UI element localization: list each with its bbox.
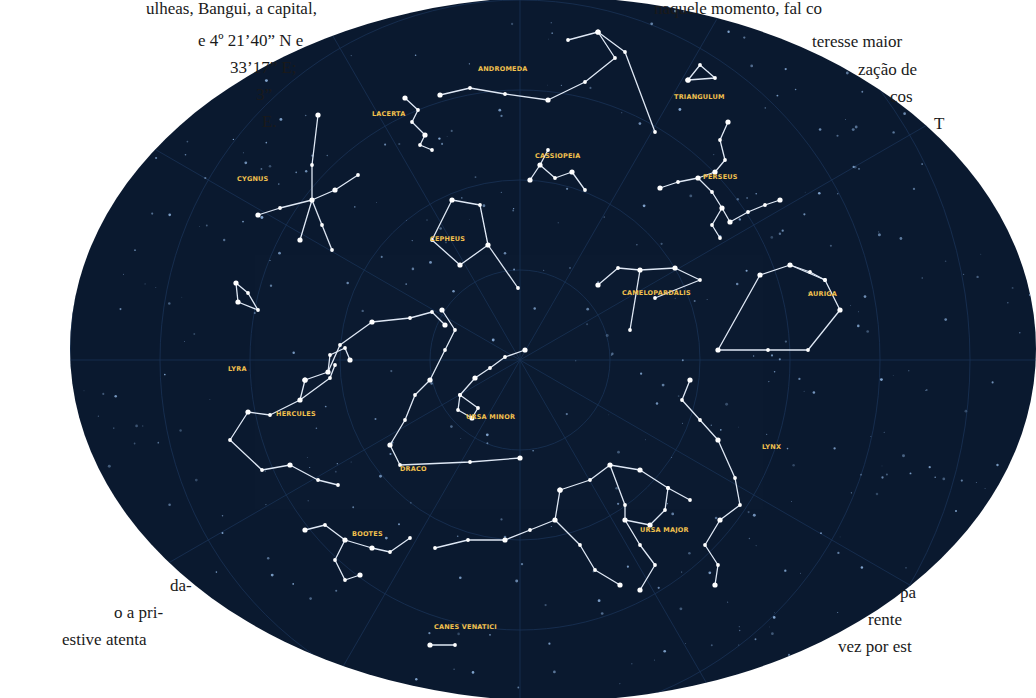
constellation-name: DRACO xyxy=(400,466,427,473)
text-fragment: E. xyxy=(262,113,277,130)
text-fragment: zação de xyxy=(858,61,917,78)
text-fragment: o a pri- xyxy=(114,604,163,621)
text-fragment: ulheas, Bangui, a capital, xyxy=(146,0,317,17)
constellation-name: AURIGA xyxy=(808,291,837,298)
constellation-name: CASSIOPEIA xyxy=(535,153,580,160)
constellation-name: CANES VENATICI xyxy=(434,624,497,631)
constellation-name: TRIANGULUM xyxy=(674,94,725,101)
constellation-name: HERCULES xyxy=(276,411,316,418)
text-fragment: 33’17” E; xyxy=(230,59,297,76)
constellation-name: CAMELOPARDALIS xyxy=(622,290,691,297)
constellation-name: LACERTA xyxy=(372,111,405,118)
constellation-name: BOOTES xyxy=(352,531,383,538)
constellation-name: URSA MAJOR xyxy=(640,527,689,534)
text-fragment: teresse maior xyxy=(812,33,902,50)
constellation-name: LYRA xyxy=(228,366,247,373)
constellation-name: PERSEUS xyxy=(703,174,738,181)
constellation-name: ANDROMEDA xyxy=(478,66,528,73)
constellation-name: CYGNUS xyxy=(237,176,268,183)
text-fragment: 3” xyxy=(256,86,272,103)
constellation-name: LYNX xyxy=(762,444,781,451)
text-fragment: cos xyxy=(890,88,913,105)
text-fragment: da- xyxy=(170,577,192,594)
text-fragment: pa xyxy=(900,584,916,601)
constellation-name: CEPHEUS xyxy=(430,236,465,243)
sky-ellipse xyxy=(70,0,1036,698)
text-fragment: e 4º 21’40” N e xyxy=(198,32,303,49)
text-fragment: T xyxy=(934,115,944,132)
text-fragment: rente xyxy=(868,611,902,628)
text-fragment: vez por est xyxy=(838,638,912,655)
text-fragment: naquele momento, fal co xyxy=(654,0,822,17)
constellation-name: URSA MINOR xyxy=(466,414,515,421)
text-fragment: estive atenta xyxy=(62,631,147,648)
